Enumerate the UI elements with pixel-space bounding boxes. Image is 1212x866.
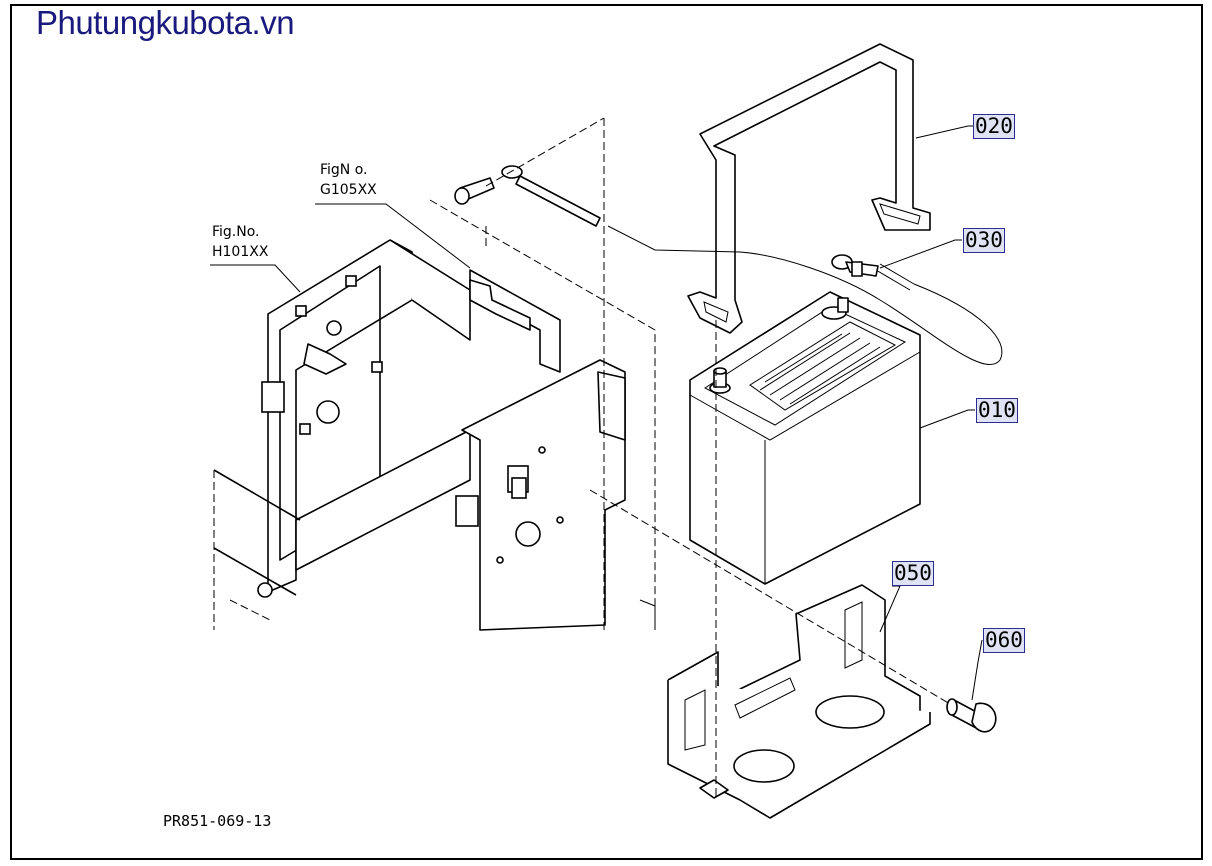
fig-ref-h101: Fig.No. H101XX: [212, 222, 268, 262]
diagram-frame: [10, 4, 1203, 860]
drawing-code: PR851-069-13: [163, 812, 272, 830]
frame-assembly: [213, 118, 656, 631]
fig-ref-g105: FigN o. G105XX: [320, 160, 377, 200]
part-callout-030[interactable]: 030: [963, 228, 1005, 253]
part-callout-020[interactable]: 020: [973, 114, 1015, 139]
tray-bolt: [946, 698, 997, 733]
battery-tray: [667, 584, 931, 819]
part-callout-010[interactable]: 010: [976, 398, 1018, 423]
part-callout-060[interactable]: 060: [983, 628, 1025, 653]
fig-ref-h101-line2: H101XX: [212, 244, 269, 260]
part-callout-050[interactable]: 050: [892, 561, 934, 586]
site-watermark: Phutungkubota.vn: [36, 4, 295, 41]
battery-strap: [687, 43, 931, 334]
leader-lines: [210, 117, 983, 800]
fig-ref-g105-line1: FigN o.: [320, 162, 368, 178]
fig-ref-g105-line2: G105XX: [320, 182, 377, 198]
fig-ref-h101-line1: Fig.No.: [212, 224, 260, 240]
battery-cable: [607, 225, 1003, 366]
battery: [689, 291, 921, 585]
upper-cable: [454, 165, 601, 227]
